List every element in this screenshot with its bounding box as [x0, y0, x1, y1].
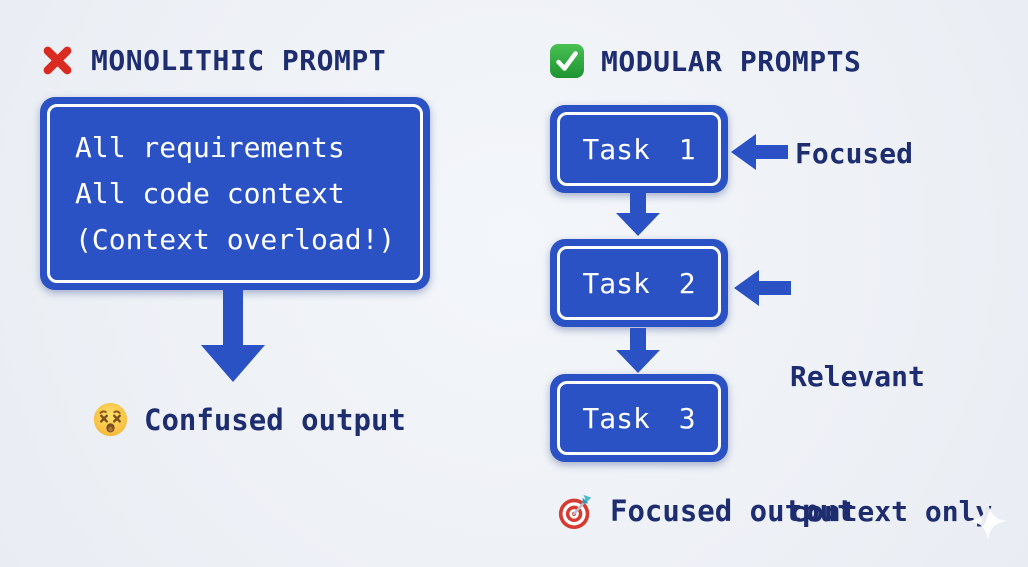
focused-annotation: Focused [795, 137, 914, 170]
relevant-line-1: Relevant [790, 360, 925, 393]
box-line-requirements: All requirements [75, 130, 345, 164]
left-arrow-icon [733, 269, 791, 307]
task-3-label: Task 3 [582, 401, 696, 435]
sparkle-icon [969, 502, 1007, 540]
task-1-label: Task 1 [582, 132, 696, 166]
task-3-box: Task 3 [550, 374, 728, 462]
confused-output-row: Confused output [92, 401, 406, 438]
task-1-box: Task 1 [550, 105, 728, 193]
focused-output-label: Focused output [610, 494, 855, 528]
left-arrow-icon [730, 133, 788, 171]
monolithic-title: MONOLITHIC PROMPT [91, 44, 387, 77]
box-line-code-context: All code context [75, 176, 345, 210]
confused-output-label: Confused output [144, 402, 406, 437]
monolithic-header: MONOLITHIC PROMPT [39, 42, 386, 79]
monolithic-prompt-box: All requirements All code context (Conte… [40, 97, 430, 290]
down-arrow-icon [199, 289, 267, 383]
modular-title: MODULAR PROMPTS [601, 44, 862, 78]
focused-output-row: Focused output [557, 491, 854, 531]
check-mark-icon [550, 44, 584, 78]
modular-header: MODULAR PROMPTS [548, 42, 861, 80]
down-arrow-icon [615, 328, 661, 374]
monolithic-box-text: All requirements All code context (Conte… [75, 107, 418, 280]
dizzy-face-icon [93, 402, 128, 437]
down-arrow-icon [615, 191, 661, 237]
task-2-label: Task 2 [582, 266, 696, 300]
box-line-overload: (Context overload!) [75, 222, 396, 256]
target-dart-icon [558, 494, 592, 530]
cross-mark-icon [43, 46, 72, 75]
task-2-box: Task 2 [550, 239, 728, 327]
